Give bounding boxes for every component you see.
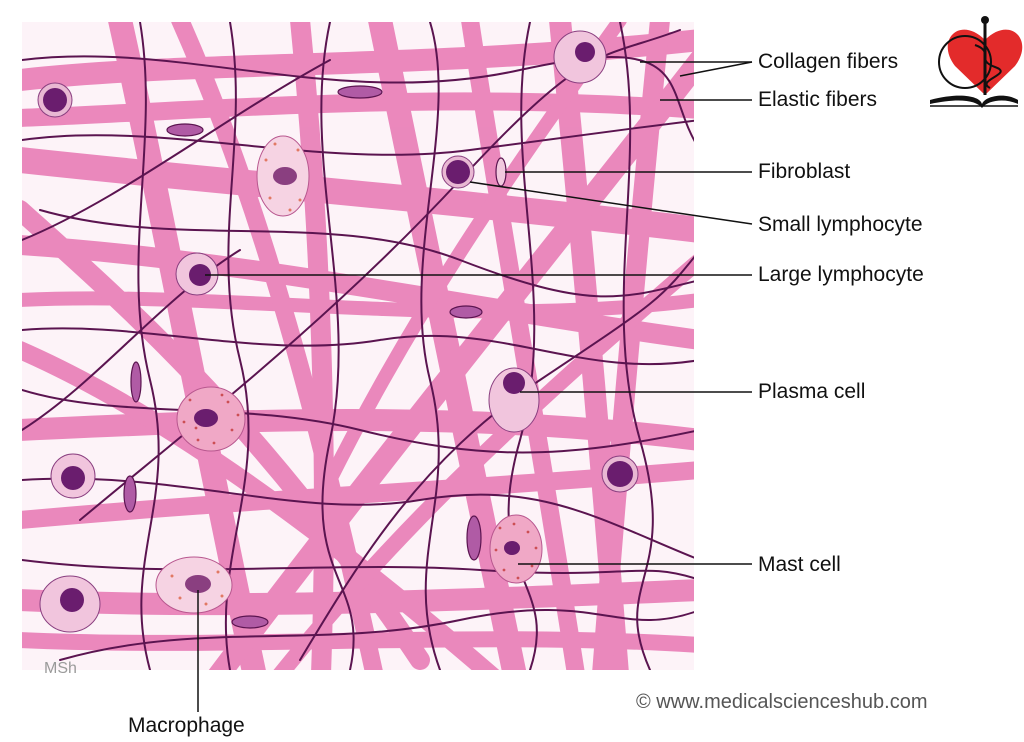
label-mast-cell: Mast cell <box>758 553 841 576</box>
author-signature: MSh <box>44 660 77 677</box>
lymphocyte-cells <box>37 82 639 499</box>
elastic-fibers <box>22 22 694 670</box>
macrophage-cells <box>155 135 310 614</box>
leader-lines <box>197 61 753 712</box>
fibroblast-cells <box>123 85 507 629</box>
label-macrophage: Macrophage <box>128 714 245 737</box>
copyright-text: © www.medicalscienceshub.com <box>636 691 928 713</box>
label-large-lymphocyte: Large lymphocyte <box>758 263 924 286</box>
label-small-lymphocyte: Small lymphocyte <box>758 213 923 236</box>
label-plasma-cell: Plasma cell <box>758 380 866 403</box>
heart-book-logo <box>930 16 1023 108</box>
plasma-cells <box>39 30 607 633</box>
label-collagen-fibers: Collagen fibers <box>758 50 899 73</box>
label-elastic-fibers: Elastic fibers <box>758 88 878 111</box>
mast-cells <box>176 386 543 584</box>
label-fibroblast: Fibroblast <box>758 160 851 183</box>
